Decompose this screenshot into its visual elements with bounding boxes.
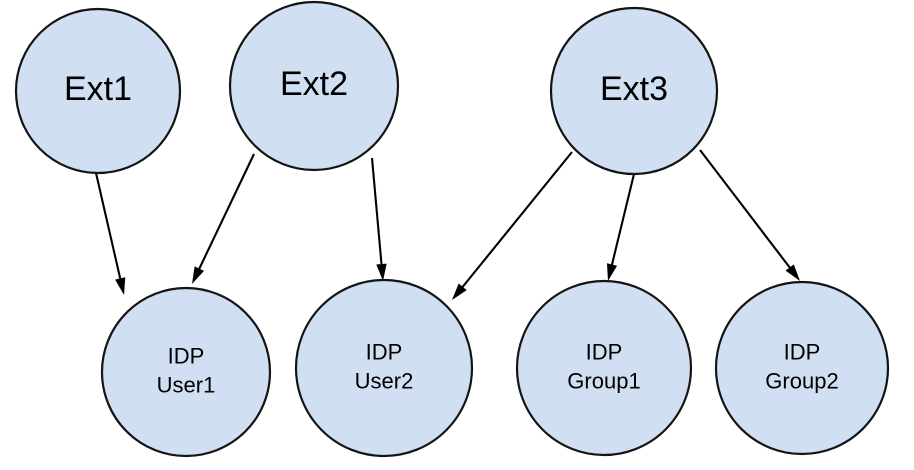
node-user2[interactable]: IDP User2 [294,278,474,458]
node-circle[interactable] [294,278,474,458]
node-label-line: Ext2 [280,65,348,103]
edge-ext2-to-user2 [370,157,387,281]
node-label-line: IDP [586,339,623,364]
edge-line [460,151,573,290]
edge-ext2-to-user1 [192,153,255,284]
node-label-line: IDP [366,339,403,364]
arrowhead-icon [376,263,387,281]
arrowhead-icon [115,277,126,295]
node-circle[interactable] [714,280,890,456]
edge-ext3-to-group2 [699,149,800,281]
edge-ext1-to-user1 [94,172,126,295]
node-group1[interactable]: IDP Group1 [515,279,693,457]
arrowhead-icon [192,266,205,284]
node-ext1[interactable]: Ext1 [14,7,182,175]
edge-line [370,157,383,268]
edge-ext3-to-user2 [452,151,573,300]
edge-line [610,173,636,268]
node-label-line: Group2 [765,368,838,393]
node-ext3[interactable]: Ext3 [549,6,719,176]
node-circle[interactable] [14,7,182,175]
node-label-line: IDP [784,339,821,364]
node-ext2[interactable]: Ext2 [228,0,400,172]
edge-ext3-to-group1 [606,173,636,281]
node-circle[interactable] [515,279,693,457]
node-label-line: Group1 [567,368,640,393]
node-label-line: Ext1 [64,70,132,108]
edge-line [699,149,793,271]
node-label-line: IDP [168,343,205,368]
edge-line [94,172,122,282]
node-circle[interactable] [549,6,719,176]
node-circle[interactable] [228,0,400,172]
edges-layer [94,149,800,300]
node-label-line: User2 [355,368,414,393]
node-circle[interactable] [100,286,272,458]
arrowhead-icon [452,283,467,300]
node-group2[interactable]: IDP Group2 [714,280,890,456]
node-label-line: Ext3 [600,70,668,108]
node-label-line: User1 [157,372,216,397]
node-user1[interactable]: IDP User1 [100,286,272,458]
arrowhead-icon [785,264,800,281]
edge-line [197,153,255,272]
arrowhead-icon [606,263,618,281]
